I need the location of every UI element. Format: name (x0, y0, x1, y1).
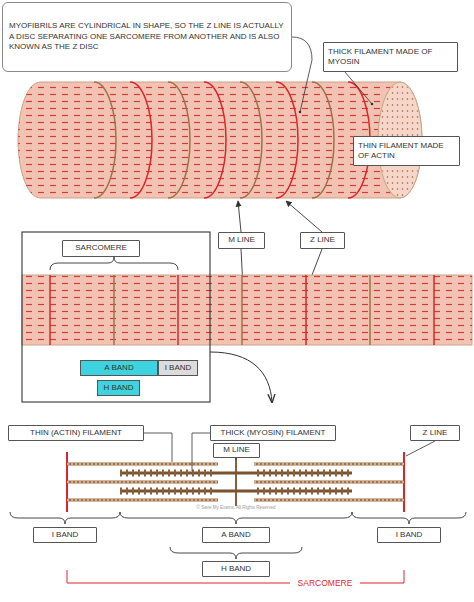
thin-filament (254, 463, 404, 466)
myosin-heads (257, 488, 352, 495)
brace (170, 547, 302, 559)
m-line (113, 275, 115, 345)
thin-filament (67, 481, 218, 484)
m-line (94, 82, 116, 198)
z-disc (130, 82, 152, 198)
m-line (312, 82, 334, 198)
leader-line (192, 433, 210, 471)
sarcomere-label: SARCOMERE (296, 578, 355, 588)
actin-twist (67, 481, 218, 482)
leader-line (236, 458, 237, 460)
callout-box: THICK FILAMENT MADE OF MYOSIN (323, 42, 458, 72)
sarcomere-detail (67, 452, 404, 512)
band-key: I BAND (158, 360, 198, 376)
thick-filament (120, 472, 352, 475)
leader-line (144, 433, 172, 462)
m-line (240, 82, 262, 198)
node-text: A BAND (104, 363, 133, 373)
band-label: A BAND (202, 527, 270, 543)
actin-twist (254, 481, 404, 482)
brace (10, 512, 120, 524)
leader-line (292, 37, 312, 112)
filament-stripes (22, 275, 472, 345)
thick-filament (120, 490, 352, 493)
thin-filament (67, 463, 218, 466)
node-text: THIN FILAMENT MADE OF ACTIN (358, 141, 455, 162)
line-label: Z LINE (300, 232, 345, 249)
band-key: H BAND (97, 380, 140, 396)
z-disc (276, 82, 298, 198)
node-text: Z LINE (310, 235, 335, 245)
node-text: THICK (MYOSIN) FILAMENT (221, 428, 326, 438)
pointer-arrow (286, 201, 322, 232)
myosin-heads (257, 470, 352, 477)
brace (352, 512, 466, 524)
band-key: A BAND (80, 360, 158, 376)
myofibril-strip (22, 275, 472, 345)
z-disc (204, 82, 226, 198)
note-box: MYOFIBRILS ARE CYLINDRICAL IN SHAPE, SO … (2, 2, 292, 72)
line-label: M LINE (218, 232, 265, 249)
watermark: © Save My Exams. All Rights Reserved (195, 505, 278, 510)
callout-box: THIN FILAMENT MADE OF ACTIN (353, 136, 460, 166)
m-line (168, 82, 190, 198)
actin-twist (254, 499, 404, 500)
actin-twist (67, 499, 218, 500)
node-text: I BAND (52, 530, 79, 540)
callout-box: THIN (ACTIN) FILAMENT (8, 425, 144, 441)
leader-line (406, 441, 435, 456)
z-line (49, 275, 51, 345)
myosin-heads (120, 488, 215, 495)
thin-filament (254, 499, 404, 502)
myosin-heads (120, 470, 215, 477)
bracket (50, 257, 178, 270)
band-label: I BAND (377, 527, 441, 543)
m-line (369, 275, 371, 345)
node-text: I BAND (396, 530, 423, 540)
node-text: H BAND (103, 383, 133, 393)
node-text: A BAND (221, 530, 250, 540)
m-line (241, 275, 243, 345)
node-text: THICK FILAMENT MADE OF MYOSIN (328, 47, 453, 68)
actin-twist (67, 463, 218, 464)
zoom-frame (22, 232, 210, 402)
line-label: M LINE (213, 443, 260, 458)
z-line (177, 275, 179, 345)
thin-filament (254, 481, 404, 484)
sarcomere-label: SARCOMERE (62, 240, 140, 257)
node-text: Z LINE (423, 428, 448, 438)
band-label: H BAND (202, 561, 270, 577)
line-label: Z LINE (410, 425, 460, 441)
node-text: I BAND (165, 363, 192, 373)
z-line (305, 275, 307, 345)
leader-line (345, 72, 372, 104)
strip-body (22, 275, 472, 345)
pointer-arrow (238, 201, 241, 232)
node-text: THIN (ACTIN) FILAMENT (30, 428, 122, 438)
zoom-arrow (210, 352, 272, 402)
sarcomere-bracket (360, 570, 404, 583)
node-text: M LINE (228, 235, 255, 245)
z-line (433, 275, 435, 345)
node-text: MYOFIBRILS ARE CYLINDRICAL IN SHAPE, SO … (9, 21, 285, 52)
callout-box: THICK (MYOSIN) FILAMENT (210, 425, 336, 441)
thin-filament (67, 499, 218, 502)
node-text: SARCOMERE (75, 243, 127, 253)
actin-twist (254, 463, 404, 464)
band-label: I BAND (33, 527, 97, 543)
node-text: M LINE (223, 445, 250, 455)
m-line (235, 458, 237, 506)
node-text: H BAND (221, 564, 251, 574)
brace (120, 512, 352, 524)
